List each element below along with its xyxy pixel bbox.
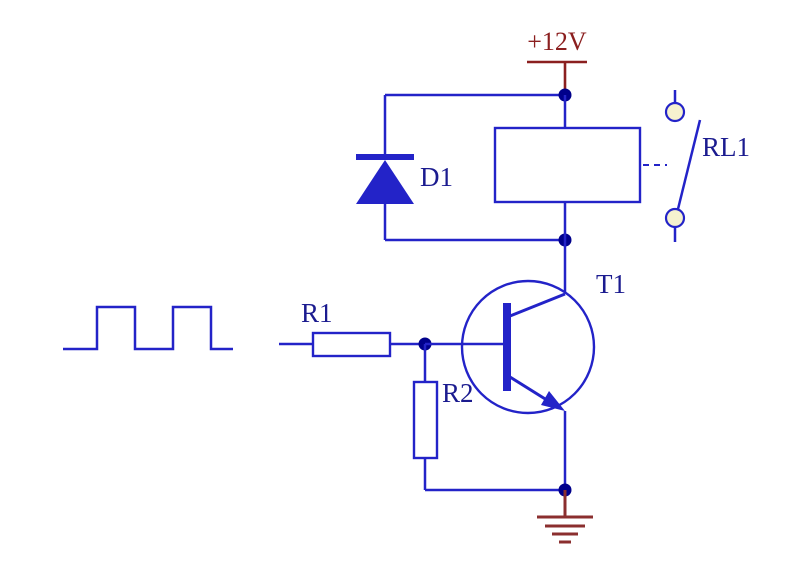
emitter-diagonal (509, 375, 551, 404)
resistor1-body (311, 331, 392, 358)
relay-contact-top-icon (664, 101, 686, 123)
emitter-arrow-icon (541, 391, 565, 411)
transistor-label: T1 (596, 269, 626, 299)
resistor1-label: R1 (301, 298, 333, 328)
resistor2-label: R2 (442, 378, 474, 408)
ground-symbol-icon (537, 515, 593, 544)
resistor2-body (412, 380, 439, 460)
collector-diagonal (509, 292, 566, 318)
relay-contact-bottom-icon (664, 207, 686, 229)
relay-label: RL1 (702, 132, 750, 162)
relay-switch-blade (676, 119, 702, 210)
supply-label: +12V (527, 27, 587, 56)
diode-label: D1 (420, 162, 453, 192)
relay-coil-box (493, 126, 642, 204)
transistor-body (460, 279, 596, 415)
square-wave-input-icon (63, 305, 233, 351)
diode-icon (356, 160, 414, 204)
